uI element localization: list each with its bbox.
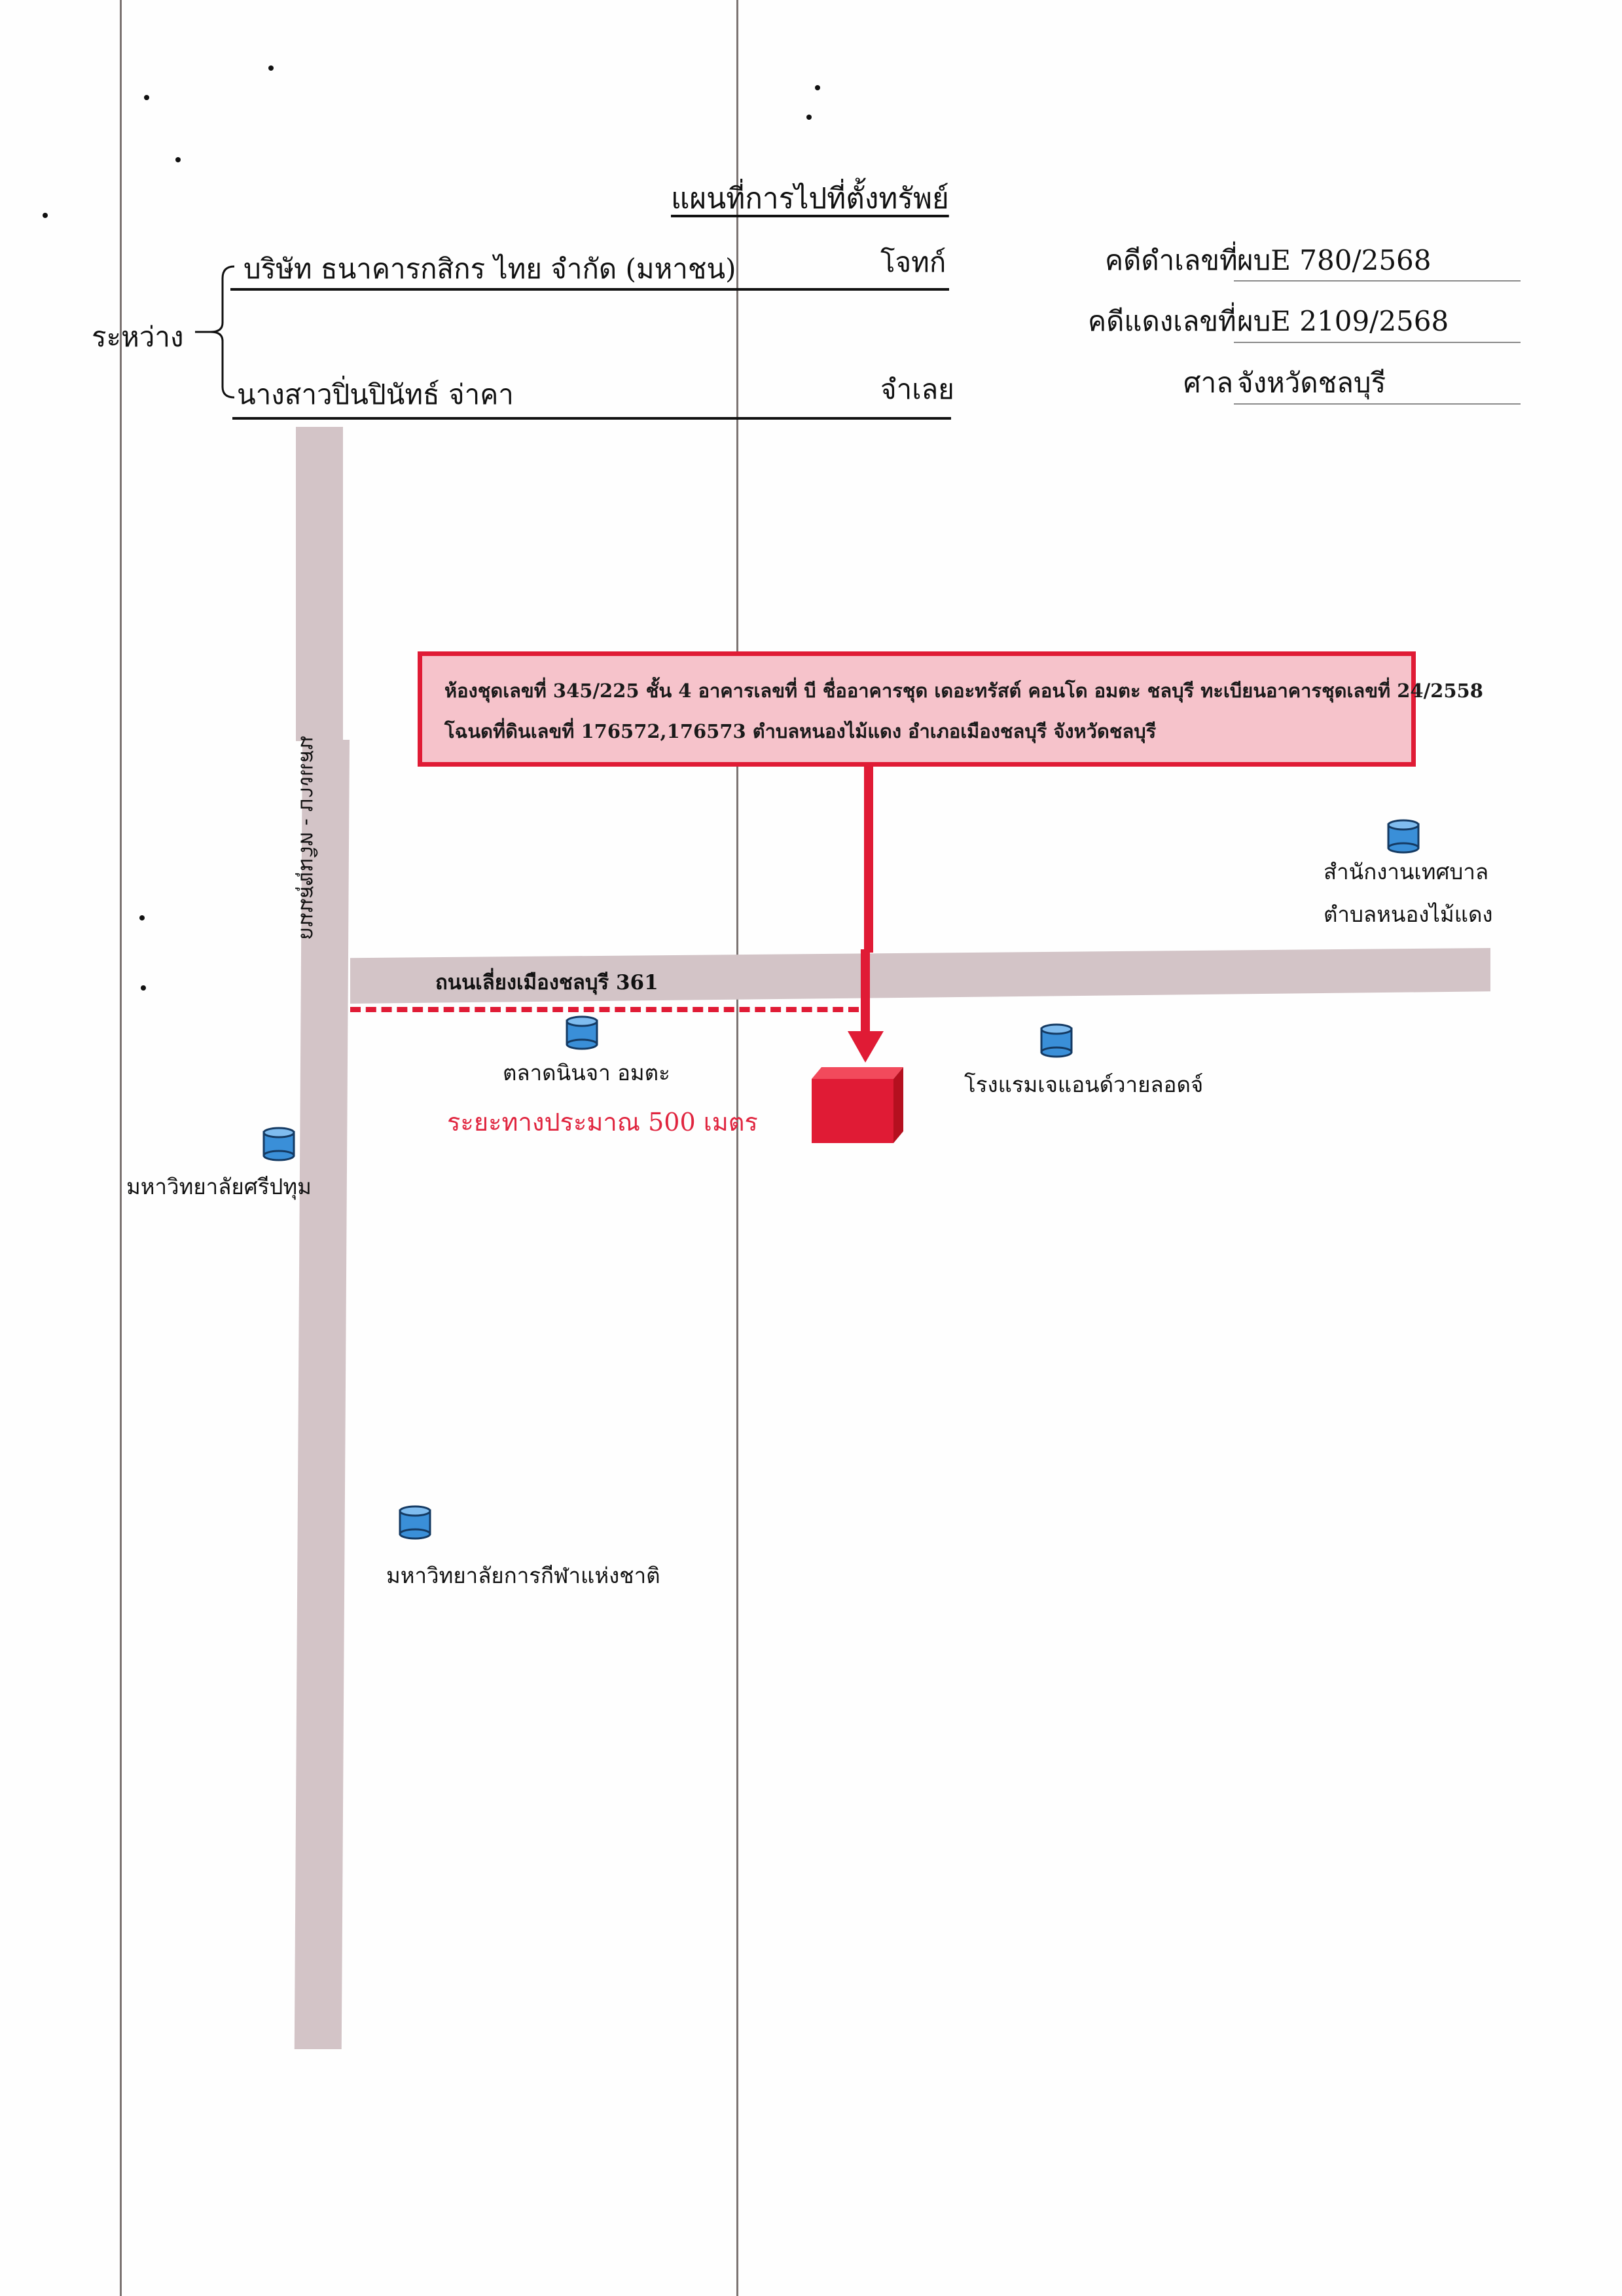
plaintiff-rule — [230, 288, 949, 291]
case-black-label: คดีดำเลขที่ — [1105, 244, 1238, 276]
case-red-value: ผบE 2109/2568 — [1237, 305, 1449, 337]
vertical-road-label: ถนนสุขุมวิท - บางแสน — [295, 736, 321, 940]
distance-label: ระยะทางประมาณ 500 เมตร — [447, 1108, 758, 1137]
cylinder-icon — [1040, 1023, 1073, 1058]
defendant-rule — [232, 417, 951, 420]
market-label: ตลาดนินจา อมตะ — [503, 1060, 670, 1085]
vertical-road-top — [296, 427, 343, 741]
scan-speck — [806, 115, 812, 120]
between-label: ระหว่าง — [92, 321, 184, 353]
scan-speck — [141, 985, 146, 991]
horizontal-road-label: ถนนเลี่ยงเมืองชลบุรี 361 — [435, 971, 658, 994]
defendant-role: จำเลย — [880, 373, 954, 405]
defendant-name: นางสาวปิ่นปินัทธ์ จ่าคา — [237, 378, 514, 410]
municipal-office-label-2: ตำบลหนองไม้แดง — [1324, 902, 1493, 927]
scan-speck — [815, 85, 820, 90]
route-arrowhead — [848, 1031, 884, 1063]
fold-line — [736, 0, 738, 2296]
parties-brace — [195, 265, 235, 399]
cylinder-icon — [1387, 819, 1420, 854]
scan-speck — [139, 915, 145, 920]
cylinder-icon — [262, 1127, 295, 1161]
left-margin-line — [120, 0, 122, 2296]
scan-speck — [268, 65, 274, 71]
hotel-label: โรงแรมเจแอนด์วายลอดจ์ — [964, 1072, 1204, 1097]
court-value: จังหวัดชลบุรี — [1237, 367, 1386, 399]
sports-univ-label: มหาวิทยาลัยการกีฬาแห่งชาติ — [386, 1563, 660, 1588]
property-line-1: ห้องชุดเลขที่ 345/225 ชั้น 4 อาคารเลขที่… — [444, 680, 1483, 702]
route-arrows — [848, 763, 884, 1063]
cylinder-icon — [399, 1505, 431, 1540]
plaintiff-role: โจทก์ — [880, 246, 946, 278]
distance-dashed-line — [350, 1007, 859, 1012]
property-line-2: โฉนดที่ดินเลขที่ 176572,176573 ตำบลหนองไ… — [444, 720, 1157, 742]
document-title: แผนที่การไปที่ตั้งทรัพย์ — [671, 182, 949, 215]
sripatum-univ-label: มหาวิทยาลัยศรีปทุม — [126, 1174, 312, 1199]
property-callout: ห้องชุดเลขที่ 345/225 ชั้น 4 อาคารเลขที่… — [418, 651, 1483, 767]
scan-speck — [43, 213, 48, 218]
plaintiff-name: บริษัท ธนาคารกสิกร ไทย จำกัด (มหาชน) — [243, 253, 736, 285]
case-black-value: ผบE 780/2568 — [1237, 244, 1432, 276]
case-black-rule — [1234, 280, 1521, 282]
building-cube-icon — [812, 1067, 903, 1143]
scan-speck — [144, 95, 149, 100]
case-red-rule — [1234, 342, 1521, 343]
municipal-office-label-1: สำนักงานเทศบาล — [1324, 859, 1489, 884]
court-label: ศาล — [1183, 367, 1233, 399]
case-red-label: คดีแดงเลขที่ — [1088, 305, 1236, 337]
cylinder-icon — [566, 1015, 598, 1050]
court-rule — [1234, 403, 1521, 405]
scan-speck — [175, 157, 181, 162]
